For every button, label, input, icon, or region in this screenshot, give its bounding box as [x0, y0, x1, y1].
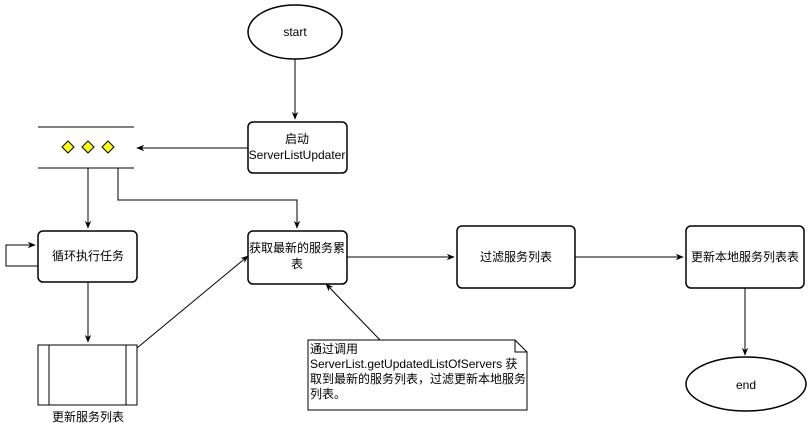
- start-node[interactable]: start: [247, 4, 343, 60]
- get-servers-node[interactable]: 获取最新的服务累 表: [247, 230, 348, 285]
- edge-note-to-get-servers: [325, 283, 381, 341]
- start-label: start: [283, 25, 307, 39]
- update-local-list-label: 更新本地服务列表表: [691, 249, 799, 264]
- loop-task-node[interactable]: 循环执行任务: [37, 230, 138, 283]
- edge-queue-to-get-servers: [117, 168, 301, 229]
- note-line4: 列表。: [310, 387, 346, 401]
- start-updater-node[interactable]: 启动 ServerListUpdater: [247, 121, 348, 174]
- update-list-caption: 更新服务列表: [52, 409, 124, 424]
- note-line1: 通过调用: [310, 342, 358, 356]
- predefined-process-icon[interactable]: [37, 344, 138, 406]
- note-line2: ServerList.getUpdatedListOfServers 获: [310, 357, 517, 371]
- get-servers-label-line2: 表: [291, 257, 303, 271]
- note-box[interactable]: 通过调用 ServerList.getUpdatedListOfServers …: [307, 339, 528, 411]
- start-updater-label-line2: ServerListUpdater: [249, 148, 346, 162]
- edge-update-list-to-get-servers: [136, 255, 249, 349]
- update-local-list-node[interactable]: 更新本地服务列表表: [685, 225, 805, 289]
- loop-task-label: 循环执行任务: [52, 248, 124, 263]
- start-updater-label-line1: 启动: [285, 132, 309, 146]
- edge-loop-self: [5, 241, 38, 267]
- queue-diamonds-icon: [38, 126, 134, 169]
- end-label: end: [736, 378, 756, 392]
- filter-servers-label: 过滤服务列表: [480, 249, 552, 264]
- end-node[interactable]: end: [685, 356, 807, 412]
- note-line3: 取到最新的服务列表，过滤更新本地服务: [310, 371, 526, 386]
- get-servers-label-line1: 获取最新的服务累: [249, 240, 345, 255]
- filter-servers-node[interactable]: 过滤服务列表: [456, 225, 576, 289]
